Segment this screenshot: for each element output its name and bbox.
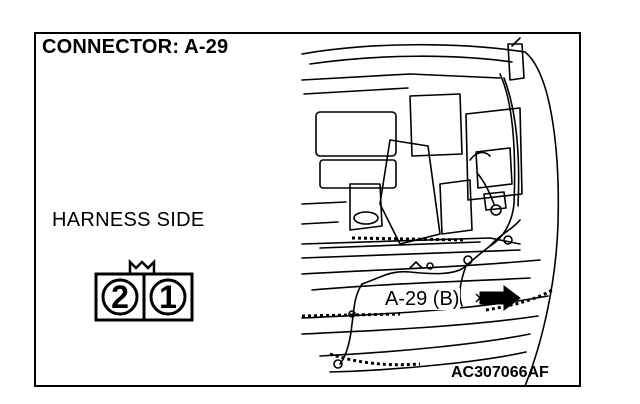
connector-location-arrow <box>475 285 521 311</box>
figure-code: AC307066AF <box>451 364 549 381</box>
pin-2-number: 2 <box>111 279 129 315</box>
connector-outline <box>94 258 194 322</box>
connector-face: 2 1 <box>94 256 194 322</box>
connector-callout-label: A-29 (B) <box>384 288 461 310</box>
connector-title: CONNECTOR: A-29 <box>42 36 229 58</box>
harness-side-label: HARNESS SIDE <box>52 209 205 231</box>
engine-bay-illustration <box>301 37 560 386</box>
pin-1-number: 1 <box>159 279 177 315</box>
